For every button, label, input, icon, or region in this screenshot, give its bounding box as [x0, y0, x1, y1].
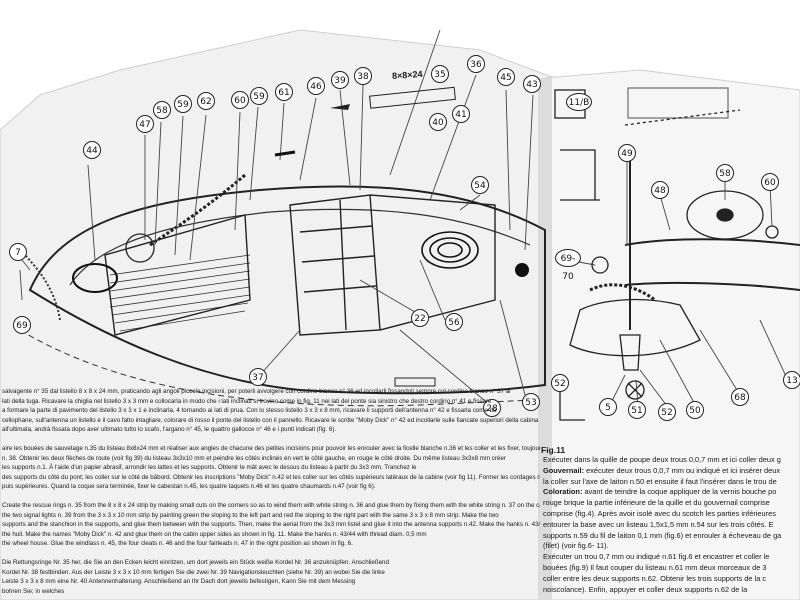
small-part-39 — [330, 104, 350, 110]
callout-bubble: 45 — [497, 68, 515, 86]
callout-bubble: 58 — [153, 101, 171, 119]
text-line: puis supérieures. Quand la coque sera te… — [2, 483, 376, 490]
plank-part — [369, 86, 456, 109]
hull-inner — [69, 208, 531, 286]
callout-bubble: 61 — [275, 83, 293, 101]
life-ring — [72, 263, 118, 293]
text-line: bohren Sie; in welches — [2, 587, 65, 595]
callout-bubble: 5 — [599, 398, 617, 416]
callout-bubble: 59 — [174, 95, 192, 113]
callout-bubble: 49 — [618, 144, 636, 162]
text-line: Die Rettungsringe Nr. 35 her, die Sie an… — [2, 559, 389, 566]
callout-bubble: 35 — [431, 65, 449, 83]
callout-bubble: 46 — [307, 77, 325, 95]
text-line: comprise (fig.4). Après avoir isolé avec… — [543, 509, 776, 518]
text-line: aire les bouées de sauvetage n.35 du lis… — [2, 445, 540, 452]
right-chain — [589, 283, 656, 302]
callout-bubble: 41 — [452, 105, 470, 123]
right-figure — [554, 87, 800, 421]
anchor-chain — [149, 173, 246, 247]
callout-bubble: 51 — [628, 401, 646, 419]
text-line: des supports du côté du pont; les coller… — [2, 473, 540, 481]
text-line: rouge brique la partie inférieure de la … — [543, 498, 770, 508]
text-line: all'ultimata, andrà fissata dopo aver ul… — [2, 426, 337, 433]
callout-bubble: 40 — [429, 113, 447, 131]
deck-planks — [104, 214, 251, 336]
figure-label: Fig.11 — [541, 445, 566, 455]
text-line: coller entre les deux supports n.62. Obt… — [543, 573, 767, 583]
callout-bubble: 43 — [523, 75, 541, 93]
callout-bubble: 58 — [716, 164, 734, 182]
callout-bubble: 47 — [136, 115, 154, 133]
callout-bubble: 60 — [231, 91, 249, 109]
small-part-46 — [274, 150, 296, 157]
text-line: Exécuter dans la quille de poupe deux tr… — [543, 455, 781, 464]
callout-bubble: 60 — [761, 173, 779, 191]
text-line: lati della tuga. Ricavare la chiglia nel… — [2, 397, 492, 405]
callout-bubble: 50 — [686, 401, 704, 419]
callout-bubble: 39 — [331, 71, 349, 89]
callout-bubble: 54 — [471, 176, 489, 194]
callout-bubble: 59 — [250, 87, 268, 105]
cabin — [289, 194, 496, 336]
text-line: supports n.59 du fil de laiton 0,1 mm (f… — [543, 530, 782, 540]
text-line: Kordel Nr. 38 festbinden. Aus der Leiste… — [2, 568, 385, 576]
left-page-text: salvagente n° 35 dal listello 8 x 8 x 24… — [0, 388, 540, 600]
callout-bubble: 44 — [83, 141, 101, 159]
text-line: Coloration: avant de teindre la coque ap… — [543, 487, 777, 497]
text-line: bouées (fig.9) Il faut couper du listeau… — [543, 563, 767, 572]
text-line: (filet) (voir fig.6- 11). — [543, 541, 609, 551]
text-line: cellophane, sull'antenna un listello e i… — [2, 416, 540, 424]
callout-bubble: 69 — [13, 316, 31, 334]
text-line: Create the rescue rings n. 35 from the 8… — [2, 502, 540, 509]
text-line: the wheel house. Glue the windlass n. 45… — [2, 540, 353, 547]
callout-bubble: 69-70 — [555, 249, 581, 282]
text-line: Gouvernail: exécuter deux trous 0,0,7 mm… — [543, 465, 781, 475]
text-line: noiscolance). Enfin, appuyer et coller d… — [543, 584, 748, 594]
text-line: the hull. Make the names "Moby Dick" n. … — [2, 530, 427, 538]
callout-bubble: 68 — [731, 388, 749, 406]
text-line: salvagente n° 35 dal listello 8 x 8 x 24… — [2, 388, 511, 395]
right-page-text: Exécuter dans la quille de poupe deux tr… — [541, 455, 800, 600]
callout-bubble: 48 — [651, 181, 669, 199]
callout-bubble: 52 — [658, 403, 676, 421]
text-line: les supports n.1. À l'aide d'un papier a… — [2, 464, 417, 471]
callout-bubble: 13 — [783, 371, 800, 389]
callout-bubble: 22 — [411, 309, 429, 327]
strip-part — [394, 377, 436, 387]
callout-bubble: 36 — [467, 55, 485, 73]
hatch-circle — [125, 233, 155, 263]
callout-bubble: 52 — [551, 374, 569, 392]
text-line: la coller sur l'axe de laiton n.50 et en… — [543, 476, 777, 486]
callout-bubble: 37 — [249, 368, 267, 386]
hull-outline — [28, 185, 546, 395]
callout-bubble: 7 — [9, 243, 27, 261]
text-line: a formare la parte di pavimento del list… — [2, 407, 497, 414]
text-line: entourer la base avec un listeau 1,5x1,5… — [543, 519, 774, 529]
text-line: Leiste 3 x 3 x 8 mm eine Nr. 40 Antennen… — [2, 578, 356, 585]
callout-bubble: 53 — [522, 393, 540, 411]
callout-bubble: 28 — [483, 399, 501, 417]
dimension-label: 8×8×24 — [391, 68, 423, 82]
callout-bubble: 62 — [197, 92, 215, 110]
text-line: supports and the stanchion in the suppor… — [2, 521, 540, 528]
text-line: n. 38. Obtenir les deux flèches de route… — [2, 454, 506, 462]
windlass-dot — [515, 263, 529, 277]
leader-lines — [17, 29, 534, 406]
callout-bubble: 38 — [354, 67, 372, 85]
callout-bubble: 11/B — [566, 93, 592, 111]
text-line: Exécuter un trou 0,7 mm ou indiqué n.61 … — [543, 552, 770, 562]
text-line: the two signal lights n. 39 from the 3 x… — [2, 511, 499, 519]
hull-dashed-line — [19, 329, 536, 407]
rope-coil — [421, 231, 479, 269]
callout-bubble: 56 — [445, 313, 463, 331]
